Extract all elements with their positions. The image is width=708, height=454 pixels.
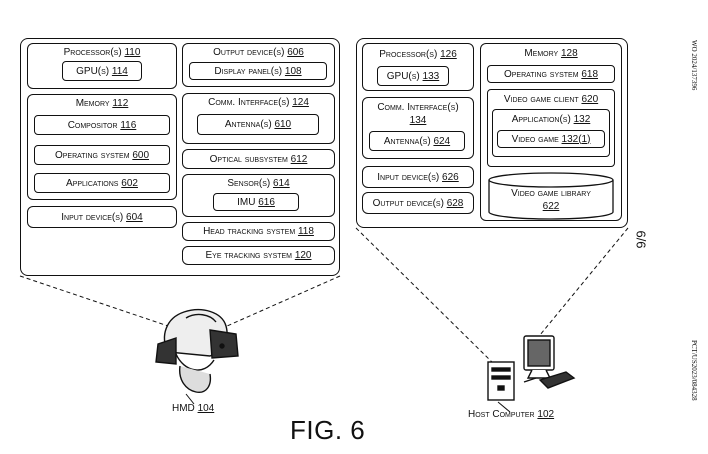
hmd-applications-box: Applications 602 [34, 173, 170, 193]
hmd-output-devices-box: Output device(s) 606 Display panel(s) 10… [182, 43, 335, 87]
host-leader-line [497, 401, 511, 413]
hmd-comm-interfaces-box: Comm. Interface(s) 124 Antenna(s) 610 [182, 93, 335, 144]
host-output-devices-box: Output device(s) 628 [362, 192, 474, 214]
publication-number: WO 2024/137396 [690, 40, 698, 91]
hmd-leader-line [185, 393, 195, 405]
hmd-processors-box: Processor(s) 110 GPU(s) 114 [27, 43, 177, 89]
host-video-game-client-box: Video game client 620 Application(s) 132… [487, 89, 615, 167]
hmd-head-tracking-box: Head tracking system 118 [182, 222, 335, 241]
host-comm-interfaces-box: Comm. Interface(s) 134 Antenna(s) 624 [362, 97, 474, 159]
host-cone-left [355, 227, 496, 366]
hmd-input-devices-box: Input device(s) 604 [27, 206, 177, 228]
hmd-gpu-box: GPU(s) 114 [62, 61, 142, 81]
host-library-ref: 622 [542, 201, 560, 212]
hmd-imu-box: IMU 616 [213, 193, 299, 211]
hmd-caption: HMD 104 [172, 403, 215, 414]
hmd-memory-box: Memory 112 Compositor 116 Operating syst… [27, 94, 177, 200]
hmd-display-panels-box: Display panel(s) 108 [189, 62, 327, 80]
hmd-cone-left [19, 275, 181, 331]
host-video-game-box: Video game 132(1) [497, 130, 605, 148]
host-computer-caption: Host Computer 102 [468, 409, 555, 420]
hmd-cone-right [217, 275, 341, 331]
hmd-eye-tracking-box: Eye tracking system 120 [182, 246, 335, 265]
host-os-box: Operating system 618 [487, 65, 615, 83]
host-applications-box: Application(s) 132 Video game 132(1) [492, 109, 610, 157]
host-processors-box: Processor(s) 126 GPU(s) 133 [362, 43, 474, 91]
host-gpu-box: GPU(s) 133 [377, 66, 449, 86]
hmd-optical-subsystem-box: Optical subsystem 612 [182, 149, 335, 169]
hmd-antenna-box: Antenna(s) 610 [197, 114, 319, 135]
host-input-devices-box: Input device(s) 626 [362, 166, 474, 188]
host-antenna-box: Antenna(s) 624 [369, 131, 465, 151]
host-cone-right [539, 227, 629, 336]
sheet-number: 6/6 [633, 230, 649, 249]
hmd-os-box: Operating system 600 [34, 145, 170, 165]
host-memory-box: Memory 128 Operating system 618 Video ga… [480, 43, 622, 221]
figure-label: FIG. 6 [290, 415, 366, 445]
hmd-headset-icon [155, 308, 239, 393]
host-library-label: Video game library [511, 188, 591, 199]
hmd-compositor-box: Compositor 116 [34, 115, 170, 135]
host-library-cylinder-icon [488, 172, 614, 220]
host-computer-icon [487, 335, 576, 401]
hmd-sensors-box: Sensor(s) 614 IMU 616 [182, 174, 335, 217]
application-number: PCT/US2023/084328 [690, 340, 698, 401]
